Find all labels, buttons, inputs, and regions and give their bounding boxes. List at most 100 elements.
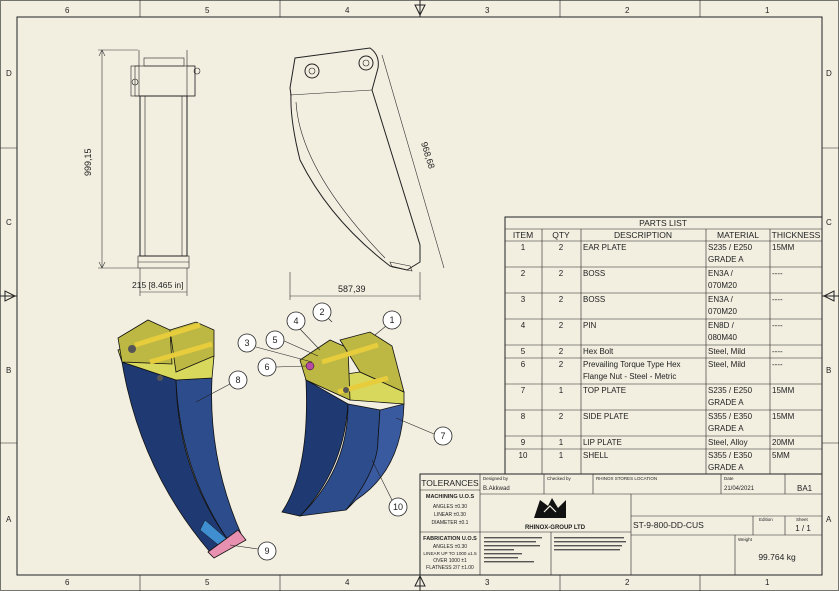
- title-block: TOLERANCES MACHINING U.O.S ANGLES ±0.30 …: [419, 473, 823, 576]
- svg-text:1: 1: [389, 315, 394, 325]
- parts-list-qty: 2: [559, 269, 564, 278]
- front-height-dimension: 999,15: [83, 148, 93, 176]
- fabrication-line: OVER 1000 ±1: [433, 558, 467, 564]
- balloon: 6: [257, 357, 307, 377]
- parts-list-item: 6: [521, 360, 526, 369]
- parts-list-qty: 2: [559, 243, 564, 252]
- parts-list-item: 8: [521, 412, 526, 421]
- parts-list-description: BOSS: [583, 295, 605, 304]
- balloon: 8: [195, 370, 248, 403]
- row-label-right: A: [826, 515, 832, 524]
- parts-list-qty: 2: [559, 360, 564, 369]
- svg-text:9: 9: [264, 546, 269, 556]
- fabrication-title: FABRICATION U.O.S: [423, 536, 477, 542]
- parts-list-description: EAR PLATE: [583, 243, 626, 252]
- parts-list-item: 5: [521, 347, 526, 356]
- balloon: 10: [371, 459, 408, 517]
- parts-list-material: EN8D /: [708, 321, 735, 330]
- parts-list-header: DESCRIPTION: [614, 230, 672, 240]
- row-label-left: C: [6, 218, 12, 227]
- parts-list-thickness: 15MM: [772, 412, 795, 421]
- parts-list-header: ITEM: [513, 230, 533, 240]
- drawing-number: ST-9-800-DD-CUS: [633, 520, 704, 530]
- row-label-left: A: [6, 515, 12, 524]
- parts-list-material: GRADE A: [708, 255, 744, 264]
- balloon: 9: [229, 541, 277, 561]
- parts-list-thickness: ----: [772, 269, 783, 278]
- parts-list-material: GRADE A: [708, 398, 744, 407]
- parts-list-description: Hex Bolt: [583, 347, 614, 356]
- parts-list-qty: 2: [559, 295, 564, 304]
- company-name: RHINOX-GROUP LTD: [525, 525, 586, 531]
- col-label-top: 6: [65, 6, 70, 15]
- date: 21/04/2021: [724, 486, 755, 492]
- sheet-number: 1 / 1: [795, 524, 811, 533]
- machining-title: MACHINING U.O.S: [426, 494, 475, 500]
- svg-text:4: 4: [293, 316, 298, 326]
- svg-text:10: 10: [393, 502, 403, 512]
- company-logo: [534, 498, 566, 518]
- parts-list-material: 070M20: [708, 281, 737, 290]
- balloon: 5: [265, 330, 319, 357]
- machining-line: LINEAR ±0.30: [434, 512, 466, 518]
- svg-text:7: 7: [440, 431, 445, 441]
- date-label: Date: [724, 476, 734, 481]
- side-view: 587,39 968,68: [289, 47, 445, 300]
- location: RHINOX STORES LOCATION: [596, 476, 657, 481]
- legal-notice-left: [484, 537, 542, 563]
- designed-by: B.Akkwad: [483, 486, 510, 492]
- parts-list-header: MATERIAL: [717, 230, 759, 240]
- parts-list-item: 1: [521, 243, 526, 252]
- col-label-bottom: 5: [205, 578, 210, 587]
- parts-list-material: S355 / E350: [708, 451, 753, 460]
- balloon: 1: [374, 310, 402, 336]
- col-label-top: 5: [205, 6, 210, 15]
- front-width-dimension: 215 [8.465 in]: [132, 280, 184, 290]
- parts-list-material: Steel, Alloy: [708, 438, 748, 447]
- row-label-right: B: [826, 366, 831, 375]
- svg-text:8: 8: [235, 375, 240, 385]
- parts-list-thickness: ----: [772, 321, 783, 330]
- parts-list-description: PIN: [583, 321, 597, 330]
- parts-list-thickness: 15MM: [772, 386, 795, 395]
- fabrication-line: FLATNESS 2/7 ±1.00: [426, 565, 474, 571]
- parts-list-title: PARTS LIST: [639, 218, 687, 228]
- parts-list-qty: 2: [559, 321, 564, 330]
- balloon: 4: [286, 311, 321, 351]
- parts-list-qty: 2: [559, 347, 564, 356]
- parts-list-thickness: 5MM: [772, 451, 790, 460]
- parts-list-description: SIDE PLATE: [583, 412, 629, 421]
- edition-label: Edition: [759, 517, 773, 522]
- parts-list-description: TOP PLATE: [583, 386, 626, 395]
- col-label-top: 3: [485, 6, 490, 15]
- isometric-view-right: [281, 331, 405, 517]
- parts-list-description: BOSS: [583, 269, 605, 278]
- col-label-bottom: 4: [345, 578, 350, 587]
- parts-list-material: EN3A /: [708, 269, 734, 278]
- parts-list-material: GRADE A: [708, 463, 744, 472]
- parts-list-material: S355 / E350: [708, 412, 753, 421]
- svg-text:2: 2: [319, 307, 324, 317]
- sheet-label: Sheet: [796, 517, 809, 522]
- parts-list-item: 10: [519, 451, 528, 460]
- row-label-left: B: [6, 366, 11, 375]
- designed-by-label: Designed by: [483, 476, 509, 481]
- balloon: 3: [237, 333, 313, 363]
- machining-line: ANGLES ±0.30: [433, 504, 467, 510]
- parts-list-material: S235 / E250: [708, 386, 753, 395]
- isometric-view-left: [117, 319, 247, 559]
- col-label-bottom: 3: [485, 578, 490, 587]
- svg-text:6: 6: [264, 362, 269, 372]
- svg-text:5: 5: [272, 335, 277, 345]
- row-label-right: D: [826, 69, 832, 78]
- col-label-top: 1: [765, 6, 770, 15]
- side-width-dimension: 587,39: [338, 284, 366, 294]
- side-length-dimension: 968,68: [419, 141, 437, 170]
- tolerances-title: TOLERANCES: [421, 478, 479, 488]
- front-view: 999,15 215 [8.465 in]: [83, 49, 201, 296]
- parts-list-qty: 1: [559, 451, 564, 460]
- row-label-left: D: [6, 69, 12, 78]
